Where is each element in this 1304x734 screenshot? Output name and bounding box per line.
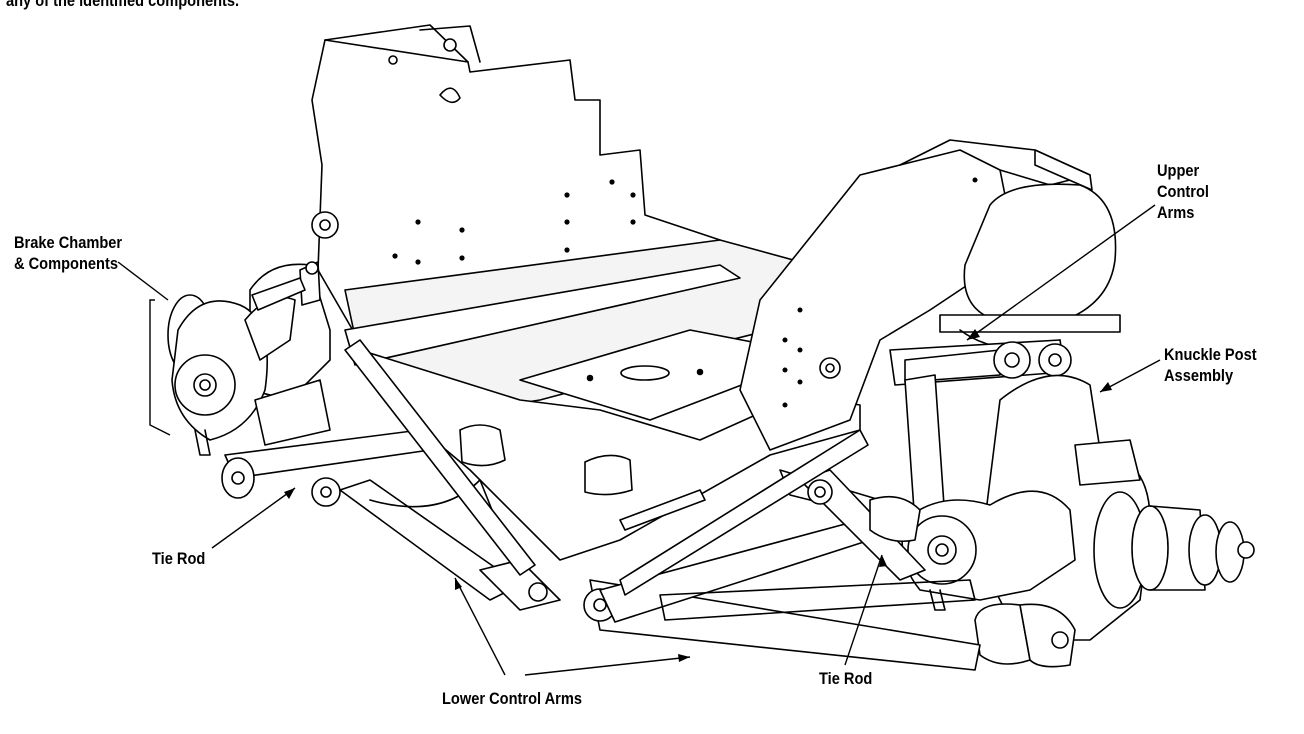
label-lower-control-arms: Lower Control Arms xyxy=(442,689,582,708)
label-upper-control-arms: Upper Control Arms xyxy=(1157,161,1209,222)
arrowheads xyxy=(284,329,1112,662)
label-knuckle-post: Knuckle Post Assembly xyxy=(1164,345,1257,385)
upper-control-arms xyxy=(889,339,1072,386)
leader-tie-rod-right xyxy=(844,554,883,666)
left-brake xyxy=(167,277,331,456)
diagonal-struts xyxy=(344,339,869,596)
leader-lower-arm-2 xyxy=(524,656,691,676)
left-tie-rod xyxy=(221,429,431,499)
lower-control-arms xyxy=(311,477,981,671)
right-tower xyxy=(739,139,1093,451)
label-tie-rod-right: Tie Rod xyxy=(819,669,873,688)
right-tie-rod xyxy=(779,469,926,581)
label-brake-chamber: Brake Chamber & Components xyxy=(14,233,123,273)
brake-bracket xyxy=(149,299,171,436)
leader-tie-rod-left xyxy=(211,487,296,549)
leader-lines xyxy=(117,204,1161,676)
label-tie-rod-left: Tie Rod xyxy=(152,549,206,568)
leader-lower-arm-1 xyxy=(454,577,506,676)
right-brake xyxy=(901,490,1076,611)
leader-upper-arms xyxy=(966,204,1156,341)
intro-text: any of the identified components. xyxy=(6,0,240,10)
leader-brake xyxy=(117,261,169,301)
